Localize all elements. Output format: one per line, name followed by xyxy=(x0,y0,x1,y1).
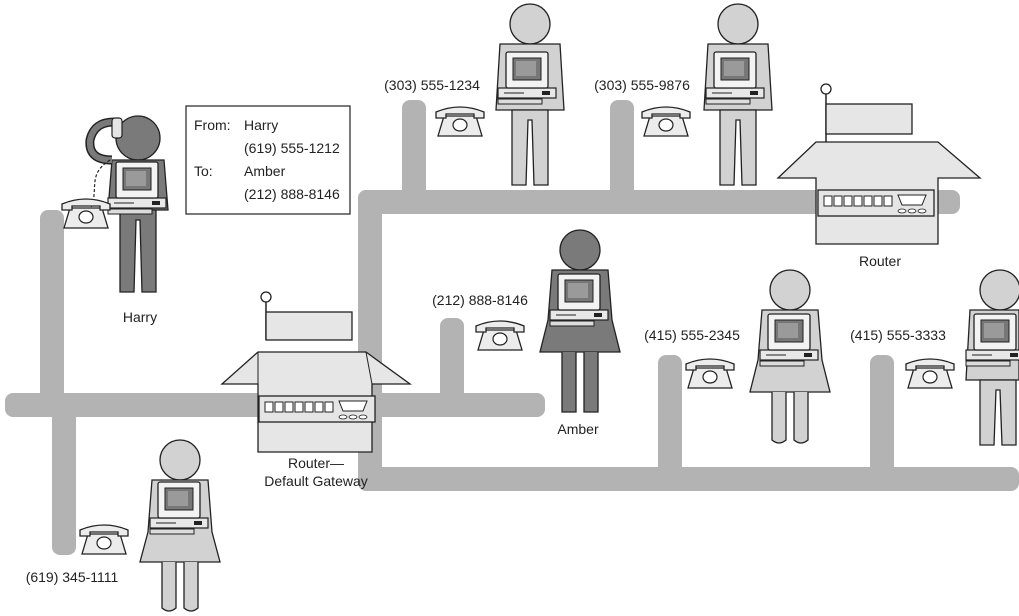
message-box: From: Harry (619) 555-1212 To: Amber (21… xyxy=(186,106,350,214)
message-to-number: (212) 888-8146 xyxy=(244,186,340,202)
person-bottom-left xyxy=(140,440,220,611)
label-amber-number: (212) 888-8146 xyxy=(432,292,528,308)
label-router-left-line2: Default Gateway xyxy=(264,473,368,489)
phone-top-left-icon xyxy=(436,107,484,136)
label-harry: Harry xyxy=(123,309,157,325)
phone-mid-right-icon xyxy=(906,359,954,388)
label-router-left-line1: Router— xyxy=(288,455,344,471)
person-mid-left xyxy=(750,270,830,443)
phone-top-right-icon xyxy=(642,107,690,136)
phone-mid-left-icon xyxy=(686,359,734,388)
router-right xyxy=(778,84,980,244)
message-from-name: Harry xyxy=(244,117,278,133)
label-amber: Amber xyxy=(557,421,599,437)
person-mid-right xyxy=(966,270,1019,445)
label-top-left-number: (303) 555-1234 xyxy=(384,77,480,93)
label-mid-left-number: (415) 555-2345 xyxy=(644,327,740,343)
person-top-left xyxy=(496,4,564,185)
label-top-right-number: (303) 555-9876 xyxy=(594,77,690,93)
person-top-right xyxy=(704,4,772,185)
label-router-right: Router xyxy=(859,253,901,269)
label-bottom-left-number: (619) 345-1111 xyxy=(26,569,119,585)
phone-bottom-left-icon xyxy=(80,525,128,554)
phone-amber-icon xyxy=(476,321,524,350)
phone-harry-icon xyxy=(62,199,110,228)
message-to-name: Amber xyxy=(244,163,286,179)
message-to-label: To: xyxy=(194,163,213,179)
message-from-number: (619) 555-1212 xyxy=(244,140,340,156)
person-amber xyxy=(540,230,620,412)
message-from-label: From: xyxy=(194,117,231,133)
label-mid-right-number: (415) 555-3333 xyxy=(850,327,946,343)
